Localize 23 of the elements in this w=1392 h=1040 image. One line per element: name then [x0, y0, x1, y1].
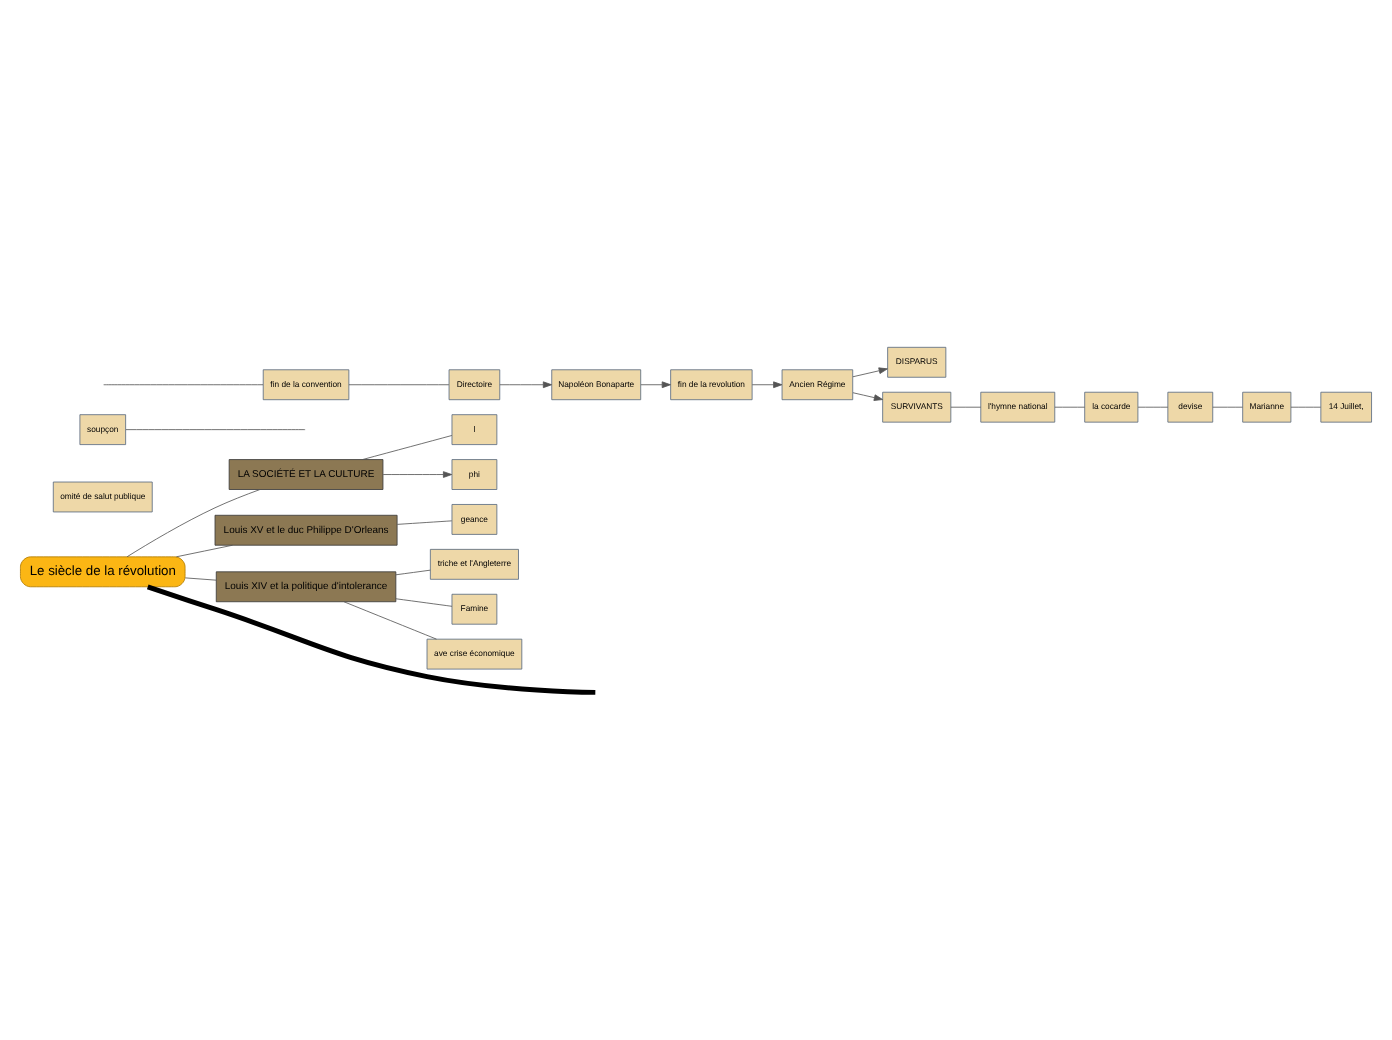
- connector: [343, 601, 437, 640]
- connector: [1212, 406, 1243, 408]
- connector: [1054, 406, 1086, 408]
- connector: [103, 384, 264, 386]
- connector: [362, 435, 453, 460]
- connector: [1137, 406, 1169, 408]
- connector: [395, 598, 453, 607]
- arrow: [640, 381, 671, 389]
- connector: [395, 569, 431, 576]
- arrow: [382, 471, 453, 478]
- arrow: [852, 367, 888, 378]
- connector: [950, 406, 982, 408]
- arrow: [751, 381, 783, 389]
- arrow: [852, 392, 884, 401]
- connector: [146, 584, 596, 695]
- connector: [175, 544, 233, 558]
- connector: [1290, 406, 1322, 408]
- arrow: [499, 381, 553, 389]
- connector: [184, 577, 217, 581]
- connector: [396, 520, 453, 525]
- connector: [126, 489, 261, 558]
- connector: [348, 384, 450, 386]
- connector: [125, 429, 306, 431]
